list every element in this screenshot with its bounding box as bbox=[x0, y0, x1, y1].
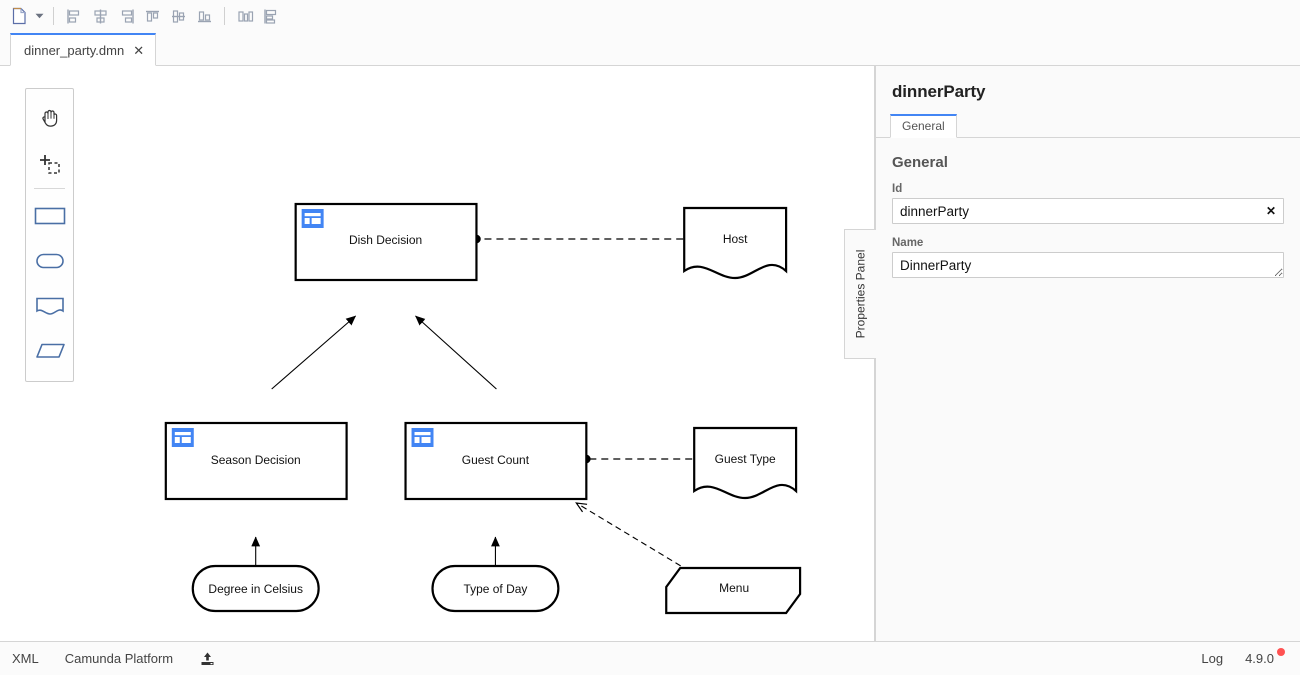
node-guest-type[interactable]: Guest Type bbox=[693, 426, 798, 500]
general-section-heading: General bbox=[892, 154, 948, 171]
create-business-knowledge-model-button[interactable] bbox=[26, 238, 73, 283]
deploy-button[interactable] bbox=[199, 651, 216, 667]
tab-label: dinner_party.dmn bbox=[24, 42, 125, 58]
properties-tab-bar: General bbox=[876, 114, 1300, 138]
align-left-icon bbox=[66, 9, 79, 23]
edge-season-decision-to-dish-decision[interactable] bbox=[271, 315, 357, 390]
node-type-of-day[interactable]: Type of Day bbox=[431, 564, 560, 613]
align-top-icon bbox=[145, 10, 159, 22]
toolbar-separator-1 bbox=[53, 7, 54, 25]
id-input[interactable] bbox=[892, 198, 1284, 224]
id-field-group: Id ✕ bbox=[892, 183, 1284, 224]
properties-title: dinnerParty bbox=[892, 82, 986, 101]
element-palette bbox=[25, 88, 74, 382]
node-label: Dish Decision bbox=[349, 233, 422, 247]
lasso-tool-icon bbox=[39, 154, 60, 174]
lasso-tool-button[interactable] bbox=[26, 140, 73, 185]
node-season-decision[interactable]: Season Decision bbox=[164, 421, 348, 501]
node-label: Season Decision bbox=[211, 453, 301, 467]
node-menu[interactable]: Menu bbox=[665, 566, 802, 615]
clear-icon[interactable]: ✕ bbox=[1265, 204, 1276, 218]
properties-content: General Id ✕ Name bbox=[876, 138, 1300, 296]
create-business-knowledge-model-icon bbox=[35, 253, 64, 268]
main-toolbar bbox=[0, 0, 1300, 32]
status-bar: XML Camunda Platform Log 4.9.0 bbox=[0, 641, 1300, 675]
id-field-wrap: ✕ bbox=[892, 198, 1284, 224]
dmn-diagram: Dish Decision Host Season De bbox=[164, 202, 802, 615]
version-label: 4.9.0 bbox=[1245, 651, 1274, 666]
xml-toggle-button[interactable]: XML bbox=[12, 651, 39, 666]
edge-guest-count-to-dish-decision[interactable] bbox=[415, 315, 497, 390]
distribute-horizontal-button[interactable] bbox=[232, 4, 258, 28]
status-bar-left: XML Camunda Platform bbox=[12, 651, 216, 667]
create-knowledge-source-button[interactable] bbox=[26, 328, 73, 373]
name-textarea[interactable] bbox=[892, 252, 1284, 278]
node-host[interactable]: Host bbox=[683, 206, 788, 280]
node-label: Guest Type bbox=[715, 452, 776, 466]
name-field-group: Name bbox=[892, 237, 1284, 283]
create-decision-button[interactable] bbox=[26, 193, 73, 238]
tab-bar: dinner_party.dmn ✕ bbox=[0, 32, 1300, 66]
distribute-vertical-icon bbox=[263, 9, 276, 24]
align-top-button[interactable] bbox=[139, 4, 165, 28]
align-middle-button[interactable] bbox=[165, 4, 191, 28]
new-file-button[interactable] bbox=[6, 4, 32, 28]
update-badge-icon bbox=[1277, 648, 1285, 656]
align-middle-icon bbox=[171, 9, 185, 23]
new-file-dropdown-button[interactable] bbox=[32, 4, 46, 28]
node-label: Host bbox=[723, 232, 748, 246]
deploy-upload-icon bbox=[201, 652, 214, 665]
properties-panel: Properties Panel dinnerParty General Gen… bbox=[844, 66, 1300, 641]
properties-panel-toggle[interactable]: Properties Panel bbox=[844, 229, 876, 359]
tab-close-icon[interactable]: ✕ bbox=[133, 42, 145, 58]
create-input-data-icon bbox=[35, 297, 64, 315]
toolbar-separator-2 bbox=[224, 7, 225, 25]
create-decision-icon bbox=[34, 207, 65, 224]
create-knowledge-source-icon bbox=[35, 343, 65, 358]
node-label: Guest Count bbox=[462, 453, 530, 467]
align-left-button[interactable] bbox=[61, 4, 87, 28]
node-guest-count[interactable]: Guest Count bbox=[404, 421, 588, 501]
palette-divider bbox=[34, 188, 65, 189]
tab-general[interactable]: General bbox=[890, 114, 957, 138]
edge-menu-to-guest-count[interactable] bbox=[575, 502, 690, 572]
name-field-label: Name bbox=[892, 237, 924, 249]
node-label: Degree in Celsius bbox=[208, 582, 303, 596]
log-button[interactable]: Log bbox=[1201, 651, 1224, 666]
tab-dinner-party-dmn[interactable]: dinner_party.dmn ✕ bbox=[10, 33, 157, 66]
engine-profile-button[interactable]: Camunda Platform bbox=[64, 651, 174, 666]
distribute-vertical-button[interactable] bbox=[258, 4, 284, 28]
file-icon bbox=[12, 7, 26, 25]
node-label: Type of Day bbox=[463, 582, 527, 596]
version-button[interactable]: 4.9.0 bbox=[1245, 648, 1285, 666]
node-dish-decision[interactable]: Dish Decision bbox=[294, 202, 478, 282]
distribute-horizontal-icon bbox=[237, 10, 253, 22]
decision-table-icon[interactable] bbox=[171, 428, 194, 447]
id-field-label: Id bbox=[892, 183, 903, 195]
node-degree-in-celsius[interactable]: Degree in Celsius bbox=[191, 564, 320, 613]
align-bottom-button[interactable] bbox=[191, 4, 217, 28]
node-label: Menu bbox=[719, 581, 749, 595]
chevron-down-icon bbox=[35, 13, 43, 19]
dmn-canvas[interactable]: Dish Decision Host Season De bbox=[0, 66, 875, 641]
hand-tool-icon bbox=[41, 109, 57, 127]
decision-table-icon[interactable] bbox=[301, 209, 324, 228]
hand-tool-button[interactable] bbox=[26, 95, 73, 140]
align-center-button[interactable] bbox=[87, 4, 113, 28]
decision-table-icon[interactable] bbox=[411, 428, 434, 447]
align-right-icon bbox=[121, 9, 134, 23]
align-center-icon bbox=[93, 9, 107, 23]
status-bar-right: Log 4.9.0 bbox=[1201, 648, 1285, 666]
editor-body: Dish Decision Host Season De bbox=[0, 66, 1300, 641]
create-input-data-button[interactable] bbox=[26, 283, 73, 328]
properties-panel-toggle-label: Properties Panel bbox=[853, 249, 868, 339]
align-bottom-icon bbox=[197, 10, 211, 22]
name-field-wrap bbox=[892, 252, 1284, 283]
align-right-button[interactable] bbox=[113, 4, 139, 28]
